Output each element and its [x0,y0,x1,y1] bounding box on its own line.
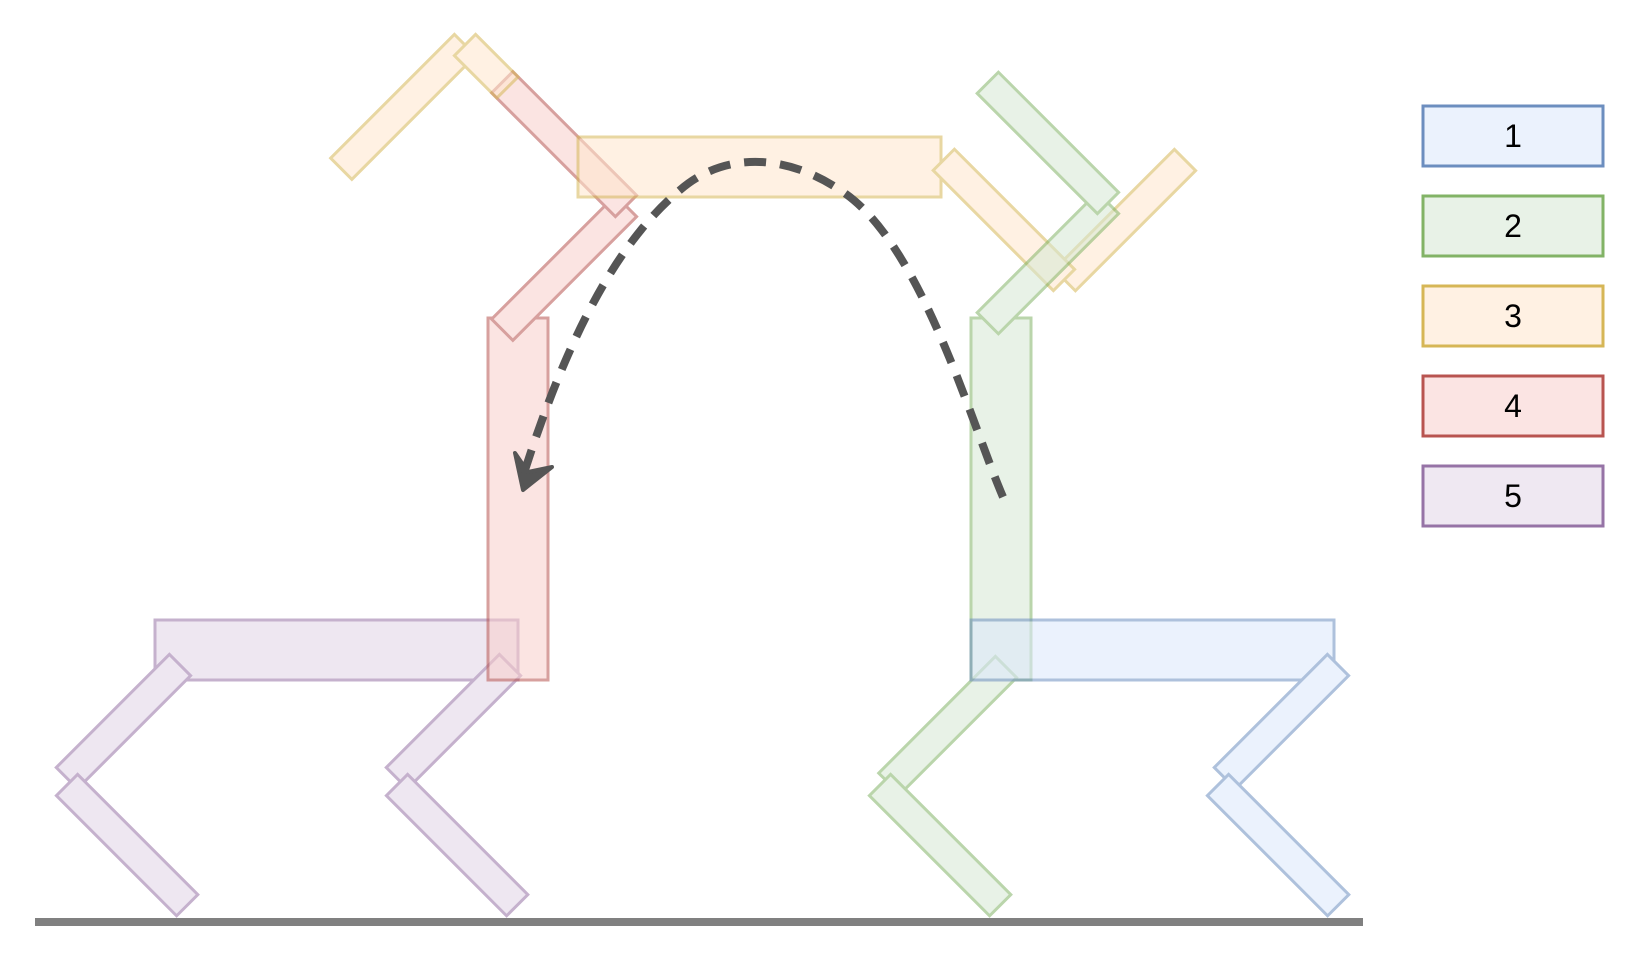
pose-5 [54,618,530,918]
legend-label-4: 4 [1504,388,1522,424]
legend-swatch-2 [1421,194,1605,258]
legend-label-1: 1 [1504,118,1522,154]
legend-swatch-1 [1421,104,1605,168]
legend-swatch-4 [1421,374,1605,438]
legend-swatch-5 [1421,464,1605,528]
pose-1-body [969,618,1336,682]
pose-3-left-leg-lower [452,32,521,101]
pose-5-rear-thigh [54,652,193,791]
pose-3-body [576,135,943,199]
pose-5-front-shin [384,772,530,918]
legend-label-5: 5 [1504,478,1522,514]
pose-4-body [486,316,550,682]
legend-label-3: 3 [1504,298,1522,334]
pose-1 [969,618,1351,918]
legend-label-2: 2 [1504,208,1522,244]
pose-2-lower-shin [867,772,1013,918]
legend-swatch-3 [1421,284,1605,348]
pose-1-front-shin [1205,772,1351,918]
legend: 1 2 3 4 5 [1421,104,1605,528]
flip-trajectory-arrow [521,157,1007,499]
pose-2-upper-shin [975,70,1121,216]
pose-5-rear-shin [54,772,200,918]
pose-5-body [153,618,520,682]
arrow-head-icon [513,451,554,492]
